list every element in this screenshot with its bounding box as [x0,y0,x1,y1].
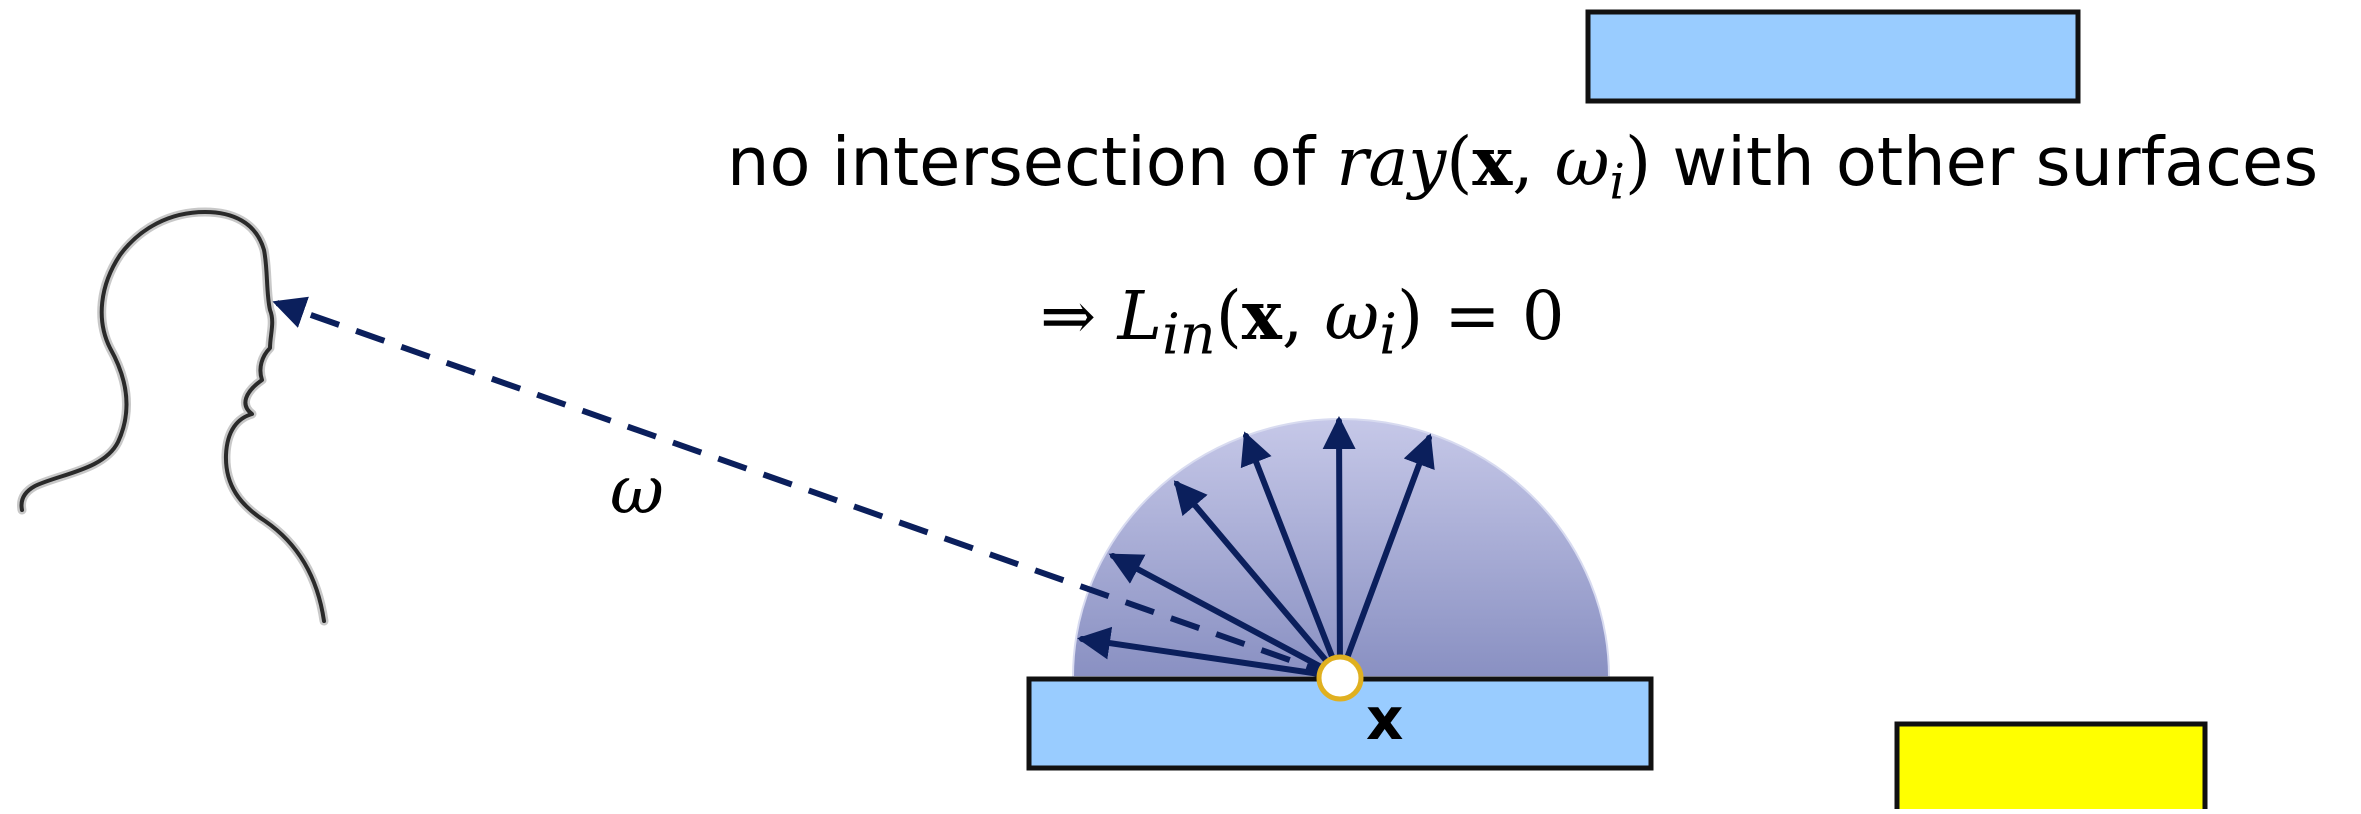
equation-x: x [1242,276,1282,355]
direction-arrow [1339,421,1340,677]
upper-surface [1588,12,2078,101]
head-silhouette-icon [22,212,324,621]
equation-omega: ω [1324,277,1379,355]
surface-point-label: x [1366,690,1403,748]
equation-rhs: ) = 0 [1397,277,1565,355]
caption-prefix: no intersection of [727,123,1336,201]
caption-suffix: with other surfaces [1651,123,2318,201]
equation-sub-in: in [1162,302,1216,367]
outgoing-direction-label: ω [610,458,664,524]
surface-point [1319,657,1361,699]
caption-x: x [1472,122,1512,201]
light-source [1897,724,2205,809]
caption-omega: ω [1555,123,1610,201]
implies-symbol: ⇒ [1040,277,1117,355]
equation-L: L [1117,277,1162,355]
caption-ray-func: ray [1336,123,1446,201]
caption-ray-expression: ray(x, ωi) [1336,123,1651,201]
occlusion-caption: no intersection of ray(x, ωi) with other… [727,128,2318,196]
radiance-equation: ⇒ Lin(x, ωi) = 0 [1040,282,1564,363]
